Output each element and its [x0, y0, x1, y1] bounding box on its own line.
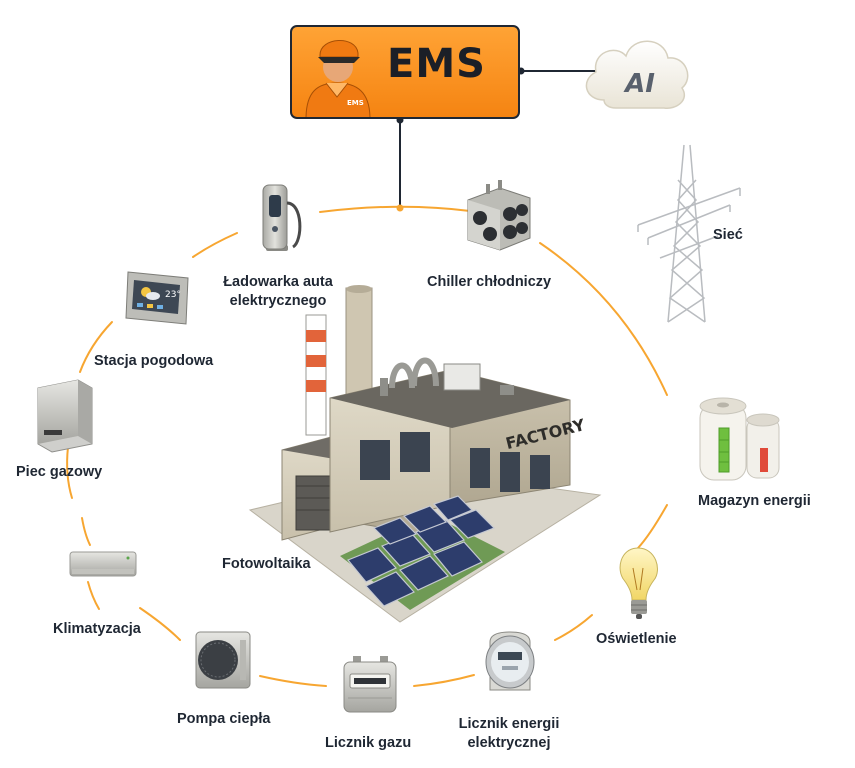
factory-icon: FACTORY: [248, 285, 602, 623]
ai-text: AI: [623, 69, 655, 99]
ems-header-box: EMS EMS: [290, 25, 520, 119]
label-chiller: Chiller chłodniczy: [427, 274, 552, 290]
label-air-conditioning: Klimatyzacja: [53, 621, 141, 637]
heat-pump-icon: [195, 631, 251, 689]
light-bulb-icon: [619, 547, 658, 619]
label-photovoltaics: Fotowoltaika: [222, 556, 311, 572]
label-ev-charger: Ładowarka auta elektrycznego: [207, 273, 349, 311]
ev-charger-icon: [262, 184, 302, 251]
ai-cloud-icon: AI: [585, 40, 689, 109]
weather-station-icon: 23°: [125, 271, 189, 325]
label-gas-boiler: Piec gazowy: [16, 464, 103, 480]
mascot-badge: EMS: [347, 99, 364, 107]
ems-title: EMS: [387, 41, 486, 87]
electric-meter-icon: [485, 631, 535, 691]
label-ev-charger-line1: Ładowarka auta: [223, 274, 333, 290]
gas-meter-icon: [343, 656, 397, 713]
air-conditioner-icon: [69, 551, 137, 577]
label-weather-station: Stacja pogodowa: [94, 353, 214, 369]
label-heat-pump: Pompa ciepła: [177, 711, 271, 727]
battery-storage-icon: [699, 397, 780, 481]
label-ev-charger-line2: elektrycznego: [229, 293, 327, 309]
power-pylon-icon: [637, 144, 741, 323]
label-gas-meter: Licznik gazu: [325, 735, 412, 751]
label-lighting: Oświetlenie: [596, 631, 677, 647]
chiller-icon: [467, 180, 531, 251]
connector-ring: [66, 205, 668, 687]
gas-boiler-icon: [37, 379, 93, 453]
label-electric-meter-line1: Licznik energii: [458, 716, 560, 732]
weather-temp: 23°: [165, 290, 181, 300]
label-grid: Sieć: [713, 227, 743, 243]
label-electric-meter: Licznik energii elektrycznej: [446, 715, 572, 753]
label-energy-storage: Magazyn energii: [698, 493, 811, 509]
ems-link-node-bottom: [396, 204, 404, 212]
operator-mascot-icon: EMS: [305, 40, 371, 117]
label-electric-meter-line2: elektrycznej: [467, 735, 551, 751]
solar-panels-icon: [347, 495, 496, 607]
